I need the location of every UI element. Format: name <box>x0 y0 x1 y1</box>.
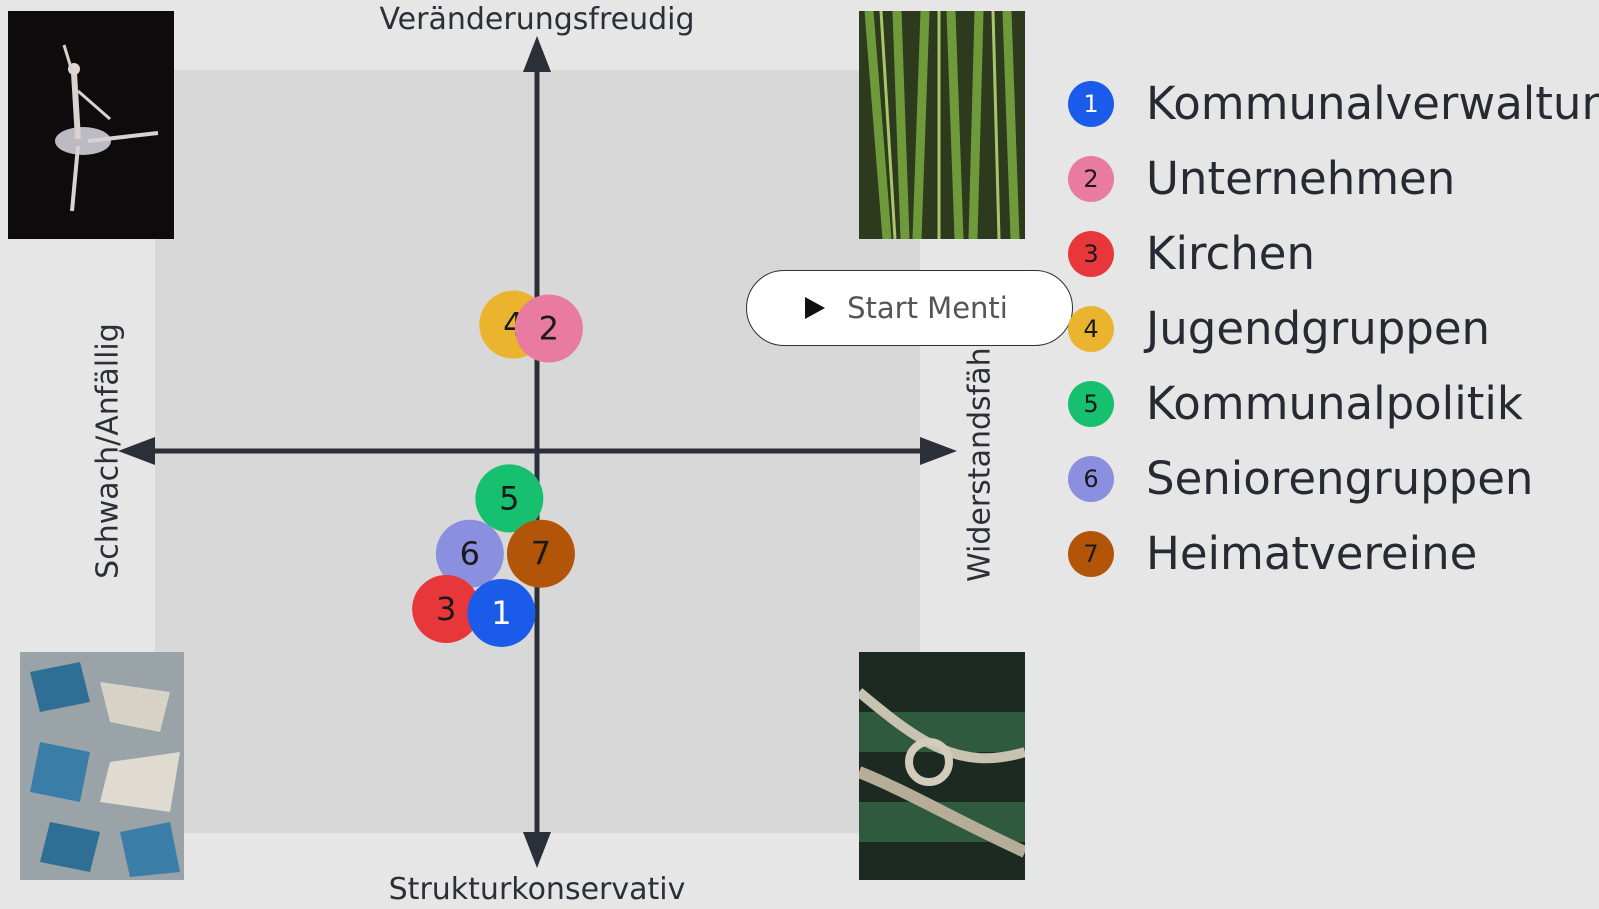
legend: 1 Kommunalverwaltung 2 Unternehmen 3 Kirchen 4… <box>1068 66 1599 591</box>
data-point-3: 3 <box>412 575 481 643</box>
data-point-label: 2 <box>539 310 559 348</box>
start-menti-label: Start Menti <box>847 291 1008 325</box>
data-point-marker <box>506 519 575 588</box>
legend-marker: 7 <box>1068 530 1114 577</box>
legend-marker: 6 <box>1068 455 1114 502</box>
legend-marker: 3 <box>1068 230 1114 277</box>
data-point-marker <box>475 464 544 533</box>
data-point-1: 1 <box>467 578 536 647</box>
axis-label-left: Schwach/Anfällig <box>90 323 126 579</box>
legend-marker: 5 <box>1068 380 1114 427</box>
legend-marker: 4 <box>1068 305 1114 352</box>
legend-label: Unternehmen <box>1146 152 1456 205</box>
legend-label: Kommunalverwaltung <box>1146 77 1599 130</box>
data-point-label: 5 <box>499 479 519 517</box>
data-point-label: 1 <box>491 594 511 632</box>
legend-label: Kommunalpolitik <box>1146 377 1523 430</box>
legend-marker: 1 <box>1068 80 1114 127</box>
data-point-marker <box>514 294 583 363</box>
arrow-up <box>523 36 551 72</box>
legend-item: 4 Jugendgruppen <box>1068 291 1599 366</box>
legend-label: Jugendgruppen <box>1146 302 1491 355</box>
legend-label: Seniorengruppen <box>1146 452 1534 505</box>
legend-item: 3 Kirchen <box>1068 216 1599 291</box>
data-point-6: 6 <box>435 519 504 588</box>
arrow-left <box>118 437 155 465</box>
legend-item: 5 Kommunalpolitik <box>1068 366 1599 441</box>
axis-label-right: Widerstandsfähig <box>962 320 998 582</box>
bamboo-photo <box>859 11 1025 239</box>
data-point-marker <box>435 519 504 588</box>
play-icon <box>805 297 826 319</box>
start-menti-button[interactable]: Start Menti <box>746 270 1073 346</box>
axis-label-bottom: Strukturkonservativ <box>388 872 686 907</box>
data-point-label: 6 <box>460 535 480 573</box>
axis-label-top: Veränderungsfreudig <box>379 2 695 37</box>
data-point-2: 2 <box>514 294 583 363</box>
data-point-7: 7 <box>506 519 575 588</box>
data-point-5: 5 <box>475 464 544 533</box>
legend-marker: 2 <box>1068 155 1114 202</box>
axes <box>118 36 957 868</box>
legend-item: 7 Heimatvereine <box>1068 516 1599 591</box>
ballet-dancer-photo <box>8 11 174 239</box>
data-point-marker <box>467 578 536 647</box>
broken-pottery-photo <box>20 652 184 880</box>
legend-item: 2 Unternehmen <box>1068 141 1599 216</box>
legend-label: Heimatvereine <box>1146 527 1478 580</box>
arrow-right <box>920 437 957 465</box>
data-point-marker <box>412 575 481 643</box>
legend-label: Kirchen <box>1146 227 1315 280</box>
rope-knot-photo <box>859 652 1025 880</box>
data-point-label: 7 <box>531 535 551 573</box>
legend-item: 1 Kommunalverwaltung <box>1068 66 1599 141</box>
data-point-label: 3 <box>436 590 456 628</box>
legend-item: 6 Seniorengruppen <box>1068 441 1599 516</box>
arrow-down <box>523 832 551 868</box>
